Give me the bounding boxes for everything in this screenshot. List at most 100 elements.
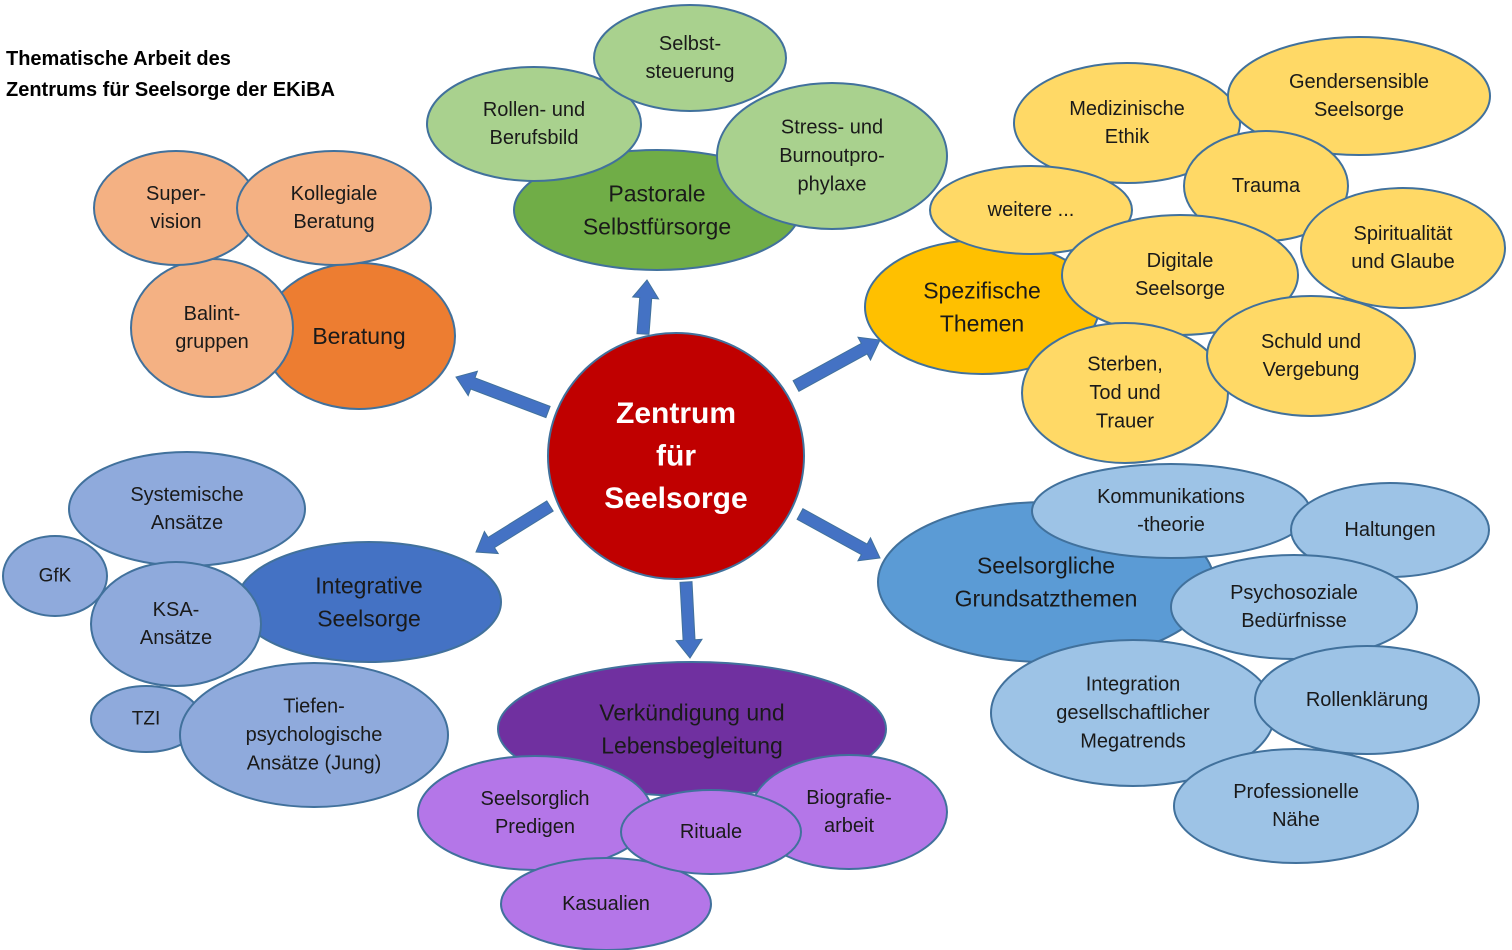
- topic-seelsorgliche-grundsatzthemen-label: Grundsatzthemen: [955, 585, 1138, 611]
- subtopic-trauma: Trauma: [1183, 130, 1349, 242]
- subtopic-selbst-steuerung-shape: [593, 4, 787, 112]
- subtopic-seelsorglich-predigen-label: Seelsorglich: [481, 788, 590, 810]
- subtopic-integration-gesellschaftlicher-megatrends-label: Megatrends: [1080, 730, 1186, 752]
- subtopic-haltungen: Haltungen: [1290, 482, 1490, 578]
- topic-pastorale-selbstfuersorge-label: Selbstfürsorge: [583, 213, 731, 239]
- topic-integrative-seelsorge-label: Seelsorge: [317, 605, 421, 631]
- subtopic-kommunikations-theorie-label: Kommunikations: [1097, 486, 1245, 508]
- subtopic-seelsorglich-predigen-label: Predigen: [495, 816, 575, 838]
- connector-integrative-seelsorge: [475, 500, 554, 555]
- subtopic-psychosoziale-beduerfnisse-shape: [1170, 554, 1418, 660]
- subtopic-sterben-tod-und-trauer-label: Trauer: [1096, 410, 1155, 432]
- subtopic-systemische-ansaetze-shape: [68, 451, 306, 567]
- center-node-label: Zentrum: [616, 397, 736, 430]
- subtopic-medizinische-ethik-shape: [1013, 62, 1241, 184]
- topic-verkuendigung-und-lebensbegleitung-label: Verkündigung und: [599, 700, 784, 726]
- subtopic-sterben-tod-und-trauer-label: Tod und: [1089, 382, 1160, 404]
- subtopic-balint-gruppen-shape: [130, 258, 294, 398]
- subtopic-tzi-label: TZI: [132, 709, 161, 730]
- subtopic-spiritualitaet-und-glaube-label: Spiritualität: [1354, 223, 1453, 245]
- subtopic-digitale-seelsorge-label: Seelsorge: [1135, 278, 1225, 300]
- subtopic-schuld-und-vergebung-label: Schuld und: [1261, 331, 1361, 353]
- subtopic-spiritualitaet-und-glaube: Spiritualität und Glaube: [1300, 187, 1506, 309]
- subtopic-weitere: weitere ...: [929, 165, 1133, 255]
- topic-seelsorgliche-grundsatzthemen-label: Seelsorgliche: [977, 553, 1115, 579]
- subtopic-gendersensible-seelsorge-shape: [1227, 36, 1491, 156]
- subtopic-professionelle-naehe-label: Nähe: [1272, 809, 1320, 831]
- connectors: [455, 279, 881, 659]
- subtopic-weitere-label: weitere ...: [987, 199, 1075, 221]
- subtopic-psychosoziale-beduerfnisse-label: Psychosoziale: [1230, 582, 1358, 604]
- topic-integrative-seelsorge-shape: [236, 541, 502, 663]
- subtopic-gendersensible-seelsorge-label: Seelsorge: [1314, 99, 1404, 121]
- page-title: Thematische Arbeit des Zentrums für Seel…: [6, 48, 335, 101]
- subtopic-integration-gesellschaftlicher-megatrends-label: gesellschaftlicher: [1056, 702, 1210, 724]
- connector-spezifische-themen: [792, 336, 881, 392]
- subtopic-balint-gruppen: Balint-gruppen: [130, 258, 294, 398]
- subtopic-super-vision-label: vision: [150, 211, 201, 233]
- subtopic-gendersensible-seelsorge-label: Gendersensible: [1289, 71, 1429, 93]
- subtopic-rituale-label: Rituale: [680, 821, 742, 843]
- connector-verkuendigung-und-lebensbegleitung: [675, 581, 703, 659]
- subtopic-balint-gruppen-label: Balint-: [184, 303, 241, 325]
- subtopic-stress-und-burnoutpro-phylaxe-label: phylaxe: [798, 173, 867, 195]
- subtopic-spiritualitaet-und-glaube-label: und Glaube: [1351, 251, 1454, 273]
- topic-spezifische-themen-label: Themen: [940, 310, 1024, 336]
- topic-pastorale-selbstfuersorge-label: Pastorale: [608, 181, 705, 207]
- subtopic-gfk-label: GfK: [39, 566, 72, 587]
- subtopic-rollen-und-berufsbild-label: Rollen- und: [483, 99, 585, 121]
- subtopic-systemische-ansaetze-label: Ansätze: [151, 512, 223, 534]
- subtopic-spiritualitaet-und-glaube-shape: [1300, 187, 1506, 309]
- subtopic-tiefen-psychologische-ansaetze-jung-label: Ansätze (Jung): [247, 752, 382, 774]
- subtopic-tiefen-psychologische-ansaetze-jung-label: psychologische: [246, 724, 383, 746]
- subtopic-rollen-und-berufsbild-label: Berufsbild: [490, 127, 579, 149]
- subtopic-rollenklaerung: Rollenklärung: [1254, 645, 1480, 755]
- subtopic-tiefen-psychologische-ansaetze-jung-label: Tiefen-: [283, 696, 345, 718]
- subtopic-ksa-ansaetze-label: KSA-: [153, 599, 200, 621]
- subtopic-kasualien: Kasualien: [500, 857, 712, 950]
- topic-spezifische-themen-label: Spezifische: [923, 278, 1041, 304]
- subtopic-tiefen-psychologische-ansaetze-jung-shape: [179, 662, 449, 808]
- subtopic-kollegiale-beratung-shape: [236, 150, 432, 266]
- subtopic-stress-und-burnoutpro-phylaxe-shape: [716, 82, 948, 230]
- subtopic-psychosoziale-beduerfnisse-label: Bedürfnisse: [1241, 610, 1347, 632]
- center-node-shape: [547, 332, 805, 580]
- topic-beratung-label: Beratung: [312, 323, 405, 349]
- topic-verkuendigung-und-lebensbegleitung-label: Lebensbegleitung: [601, 732, 783, 758]
- topic-beratung: Beratung: [262, 262, 456, 410]
- subtopic-rollenklaerung-shape: [1254, 645, 1480, 755]
- subtopic-stress-und-burnoutpro-phylaxe-label: Stress- und: [781, 117, 883, 139]
- subtopic-kasualien-label: Kasualien: [562, 893, 650, 915]
- subtopic-haltungen-label: Haltungen: [1344, 519, 1435, 541]
- subtopic-kollegiale-beratung-label: Beratung: [293, 211, 374, 233]
- topic-integrative-seelsorge-label: Integrative: [315, 573, 422, 599]
- subtopic-rituale: Rituale: [620, 789, 802, 875]
- subtopic-professionelle-naehe-label: Professionelle: [1233, 781, 1359, 803]
- subtopic-kommunikations-theorie-shape: [1031, 463, 1311, 559]
- subtopic-gfk: GfK: [2, 535, 108, 617]
- subtopic-systemische-ansaetze-label: Systemische: [130, 484, 243, 506]
- subtopic-medizinische-ethik-label: Medizinische: [1069, 98, 1185, 120]
- bubbles: BeratungBalint-gruppenSuper-visionKolleg…: [2, 4, 1506, 950]
- subtopic-medizinische-ethik-label: Ethik: [1105, 126, 1150, 148]
- subtopic-biografie-arbeit-label: Biografie-: [806, 787, 892, 809]
- connector-beratung: [455, 370, 551, 419]
- subtopic-digitale-seelsorge-label: Digitale: [1147, 250, 1214, 272]
- connector-seelsorgliche-grundsatzthemen: [796, 508, 881, 562]
